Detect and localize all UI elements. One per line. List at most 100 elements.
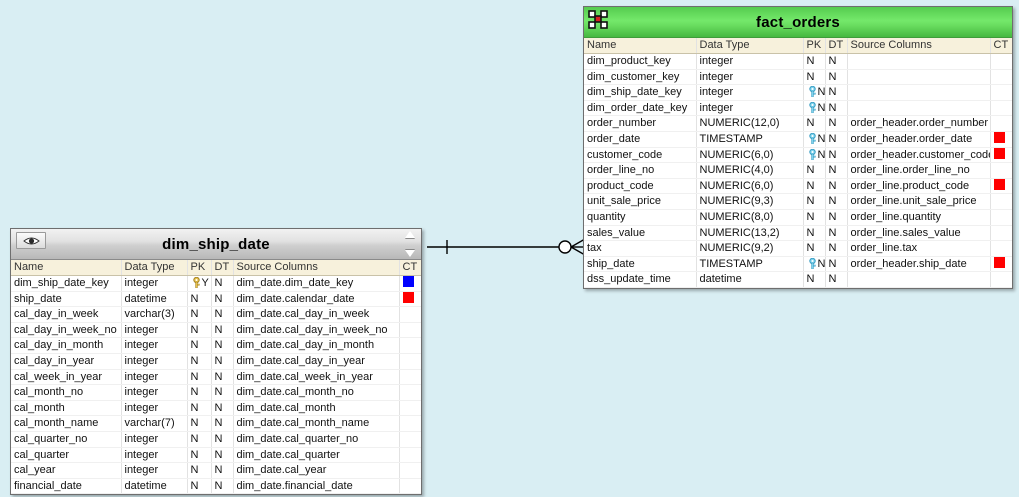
column-ct-cell [399, 447, 421, 464]
change-type-swatch [402, 276, 414, 287]
column-source-cell: dim_date.cal_day_in_week [233, 306, 400, 323]
column-ct-cell [990, 271, 1012, 288]
column-dt-cell: N [211, 462, 234, 479]
entity-titlebar-dim-ship-date[interactable]: dim_ship_date [11, 229, 421, 260]
foreign-key-icon [807, 148, 818, 160]
column-name-cell: cal_quarter [11, 447, 122, 464]
column-dt-cell: N [825, 271, 848, 288]
column-dt-cell: N [211, 353, 234, 370]
col-header-pk[interactable]: PK [803, 38, 826, 54]
column-dt-cell: N [825, 69, 848, 86]
eye-icon[interactable] [16, 232, 46, 249]
scroll-down-arrow-icon[interactable] [405, 250, 415, 257]
col-header-name[interactable]: Name [584, 38, 697, 54]
column-source-cell [847, 53, 991, 70]
column-source-cell: dim_date.cal_quarter_no [233, 431, 400, 448]
column-source-cell: dim_date.cal_day_in_week_no [233, 322, 400, 339]
scroll-up-arrow-icon[interactable] [405, 231, 415, 238]
change-type-swatch [993, 147, 1005, 159]
col-header-type[interactable]: Data Type [121, 260, 188, 276]
column-type-cell: integer [696, 84, 804, 101]
column-dt-cell: N [211, 447, 234, 464]
column-ct-cell [399, 369, 421, 386]
entity-titlebar-fact-orders[interactable]: fact_orders [584, 7, 1012, 38]
column-ct-cell [399, 478, 421, 495]
column-dt-cell: N [211, 275, 234, 292]
column-ct-cell [399, 275, 421, 292]
entity-dim-ship-date[interactable]: dim_ship_date Name Data Type PK DT Sourc… [10, 228, 422, 496]
column-name-cell: cal_month_name [11, 415, 122, 432]
column-source-cell: dim_date.cal_month_no [233, 384, 400, 401]
column-dt-cell: N [825, 84, 848, 101]
column-ct-cell [990, 69, 1012, 86]
col-header-ct[interactable]: CT [399, 260, 421, 276]
col-header-ct[interactable]: CT [990, 38, 1012, 54]
entity-fact-orders[interactable]: fact_orders Name Data Type PK DT Source … [583, 6, 1013, 289]
column-source-cell: order_header.order_number [847, 115, 991, 132]
col-header-name[interactable]: Name [11, 260, 122, 276]
column-pk-cell: N [187, 415, 212, 432]
column-name-cell: dim_customer_key [584, 69, 697, 86]
column-ct-cell [399, 462, 421, 479]
column-type-cell: TIMESTAMP [696, 131, 804, 148]
column-type-cell: NUMERIC(12,0) [696, 115, 804, 132]
entity-title-dim-ship-date: dim_ship_date [162, 235, 270, 253]
col-header-dt[interactable]: DT [825, 38, 848, 54]
column-dt-cell: N [211, 306, 234, 323]
col-header-source[interactable]: Source Columns [847, 38, 991, 54]
column-pk-cell: N [803, 100, 826, 117]
col-header-source[interactable]: Source Columns [233, 260, 400, 276]
column-type-cell: NUMERIC(9,2) [696, 240, 804, 257]
column-name-cell: dim_ship_date_key [11, 275, 122, 292]
titlebar-scroll-arrows[interactable] [403, 231, 417, 257]
column-source-cell: order_header.order_date [847, 131, 991, 148]
col-header-type[interactable]: Data Type [696, 38, 804, 54]
column-pk-cell: N [803, 271, 826, 288]
column-name-cell: order_line_no [584, 162, 697, 179]
column-ct-cell [399, 306, 421, 323]
column-type-cell: integer [121, 431, 188, 448]
column-name-cell: order_number [584, 115, 697, 132]
column-source-cell: dim_date.cal_week_in_year [233, 369, 400, 386]
column-pk-cell: N [187, 369, 212, 386]
column-pk-cell: N [803, 53, 826, 70]
foreign-key-icon [807, 257, 818, 270]
column-ct-cell [990, 53, 1012, 70]
column-ct-cell [399, 431, 421, 448]
column-source-cell: dim_date.cal_month [233, 400, 400, 417]
column-type-cell: NUMERIC(13,2) [696, 225, 804, 242]
fact-table-icon [588, 10, 610, 30]
column-ct-cell [990, 100, 1012, 117]
col-header-dt[interactable]: DT [211, 260, 234, 276]
col-header-pk[interactable]: PK [187, 260, 212, 276]
